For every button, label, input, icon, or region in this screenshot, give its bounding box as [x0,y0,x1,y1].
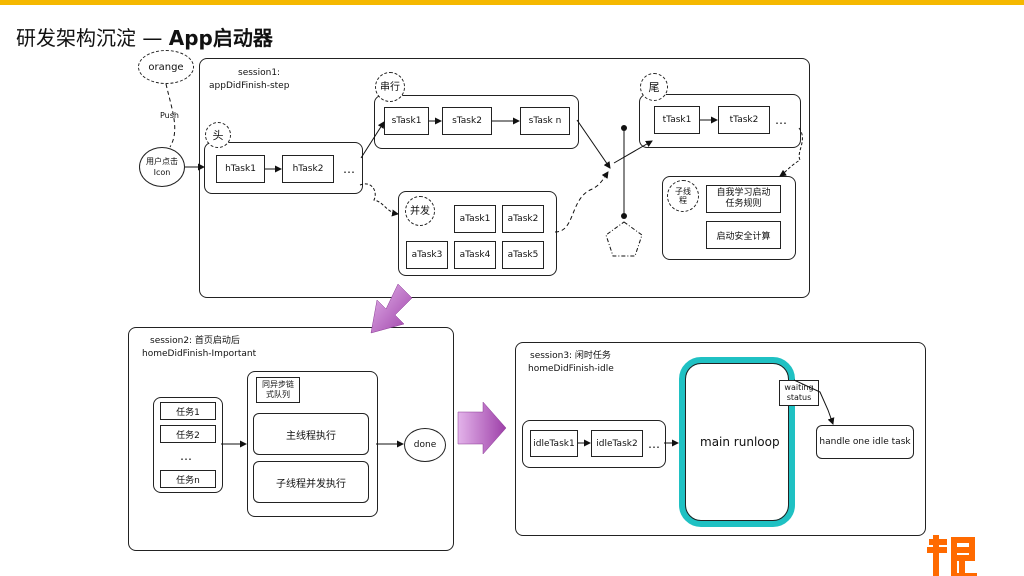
idletask2-box: idleTask2 [591,430,643,457]
htask1-box: hTask1 [216,155,265,183]
session3-title-line1: session3: 闲时任务 [530,351,611,361]
session2-title-line1: session2: 首页启动后 [150,336,240,346]
parallel-badge: 并发 [405,196,435,226]
brand-logo [927,535,977,576]
staskn-box: sTask n [520,107,570,135]
subthread-badge-label: 子线程 [675,187,691,205]
idle-ellipsis: … [648,437,660,451]
stask1-box: sTask1 [384,107,429,135]
atask1-box: aTask1 [454,205,496,233]
orange-bubble: orange [138,50,194,84]
idletask1-box: idleTask1 [530,430,578,457]
parallel-badge-label: 并发 [410,205,430,217]
sync-badge-label: 同 [618,234,631,248]
atask5-box: aTask5 [502,241,544,269]
task2-box: 任务2 [160,425,216,443]
session3-title-line2: homeDidFinish-idle [528,364,614,374]
subthread-badge: 子线程 [667,180,699,212]
sub-thread-exec-box: 子线程并发执行 [253,461,369,503]
self-learning-box: 自我学习启动任务规则 [706,185,781,213]
head-badge: 头 [205,122,231,148]
ttask2-box: tTask2 [718,106,770,134]
tail-badge-label: 尾 [648,81,660,94]
main-thread-exec-box: 主线程执行 [253,413,369,455]
title-bold: App启动器 [168,26,273,50]
atask4-box: aTask4 [454,241,496,269]
top-accent-bar [0,0,1024,5]
push-label: Push [160,111,179,120]
page-title: 研发架构沉淀 — App启动器 [16,22,273,51]
main-runloop-label: main runloop [700,435,780,449]
handle-idle-task-box: handle one idle task [816,425,914,459]
atask3-box: aTask3 [406,241,448,269]
tail-badge: 尾 [640,73,668,101]
session1-title-line2: appDidFinish-step [209,81,290,91]
orange-label: orange [148,61,184,73]
main-runloop-box [679,357,795,527]
chain-queue-label: 同异步链式队列 [256,377,300,403]
security-calc-box: 启动安全计算 [706,221,781,249]
atask2-box: aTask2 [502,205,544,233]
session-flow-arrow-right [457,401,507,455]
taskn-box: 任务n [160,470,216,488]
waiting-status-box: waiting status [779,380,819,406]
task1-box: 任务1 [160,402,216,420]
session2-title-line2: homeDidFinish-Important [142,349,257,359]
htask2-box: hTask2 [282,155,334,183]
serial-badge: 串行 [375,72,405,102]
ttask1-box: tTask1 [654,106,700,134]
tail-ellipsis: … [775,113,787,127]
queue-ellipsis: … [180,449,192,463]
title-light: 研发架构沉淀 — [16,26,169,50]
serial-badge-label: 串行 [380,81,400,93]
head-badge-label: 头 [212,129,224,142]
user-tap-icon-bubble: 用户点击Icon [139,147,185,187]
done-bubble: done [404,428,446,462]
done-label: done [413,440,437,450]
session1-title-line1: session1: [238,68,281,78]
user-tap-label: 用户点击Icon [146,157,178,177]
head-ellipsis: … [343,162,355,176]
stask2-box: sTask2 [442,107,492,135]
